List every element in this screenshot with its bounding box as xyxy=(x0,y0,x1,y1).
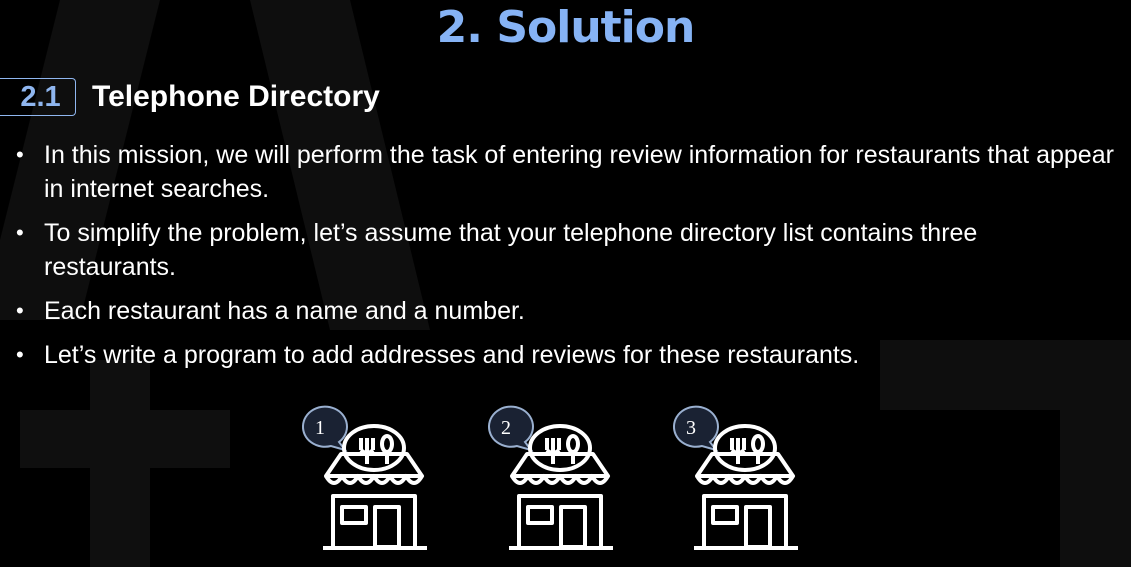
bullet-text: In this mission, we will perform the tas… xyxy=(44,141,1114,203)
bullet-dot: • xyxy=(16,342,24,367)
restaurant-2: 2 xyxy=(487,405,613,550)
bullet-item: • In this mission, we will perform the ta… xyxy=(14,138,1114,206)
restaurant-icon xyxy=(509,424,613,550)
restaurant-number: 1 xyxy=(315,417,325,439)
bullet-list: • In this mission, we will perform the ta… xyxy=(14,138,1114,382)
page-title: 2. Solution xyxy=(436,2,696,53)
section-title: Telephone Directory xyxy=(92,80,380,113)
number-bubble-icon: 1 xyxy=(301,405,348,452)
bullet-text: To simplify the problem, let’s assume th… xyxy=(44,219,978,281)
number-bubble-icon: 3 xyxy=(672,405,719,452)
restaurant-1: 1 xyxy=(301,405,427,550)
bullet-dot: • xyxy=(16,298,24,323)
restaurant-3: 3 xyxy=(672,405,798,550)
restaurant-icon xyxy=(323,424,427,550)
bullet-dot: • xyxy=(16,142,24,167)
restaurant-number: 2 xyxy=(501,417,511,439)
bullet-text: Each restaurant has a name and a number. xyxy=(44,297,525,325)
number-bubble-icon: 2 xyxy=(487,405,534,452)
section-number: 2.1 xyxy=(0,78,76,116)
bullet-item: • Let’s write a program to add addresses … xyxy=(14,338,1114,372)
bullet-dot: • xyxy=(16,220,24,245)
bullet-item: • To simplify the problem, let’s assume t… xyxy=(14,216,1114,284)
bullet-text: Let’s write a program to add addresses a… xyxy=(44,341,860,369)
section-header: 2.1 Telephone Directory xyxy=(0,77,380,117)
bullet-item: • Each restaurant has a name and a number… xyxy=(14,294,1114,328)
restaurant-number: 3 xyxy=(686,417,696,439)
restaurant-icon xyxy=(694,424,798,550)
